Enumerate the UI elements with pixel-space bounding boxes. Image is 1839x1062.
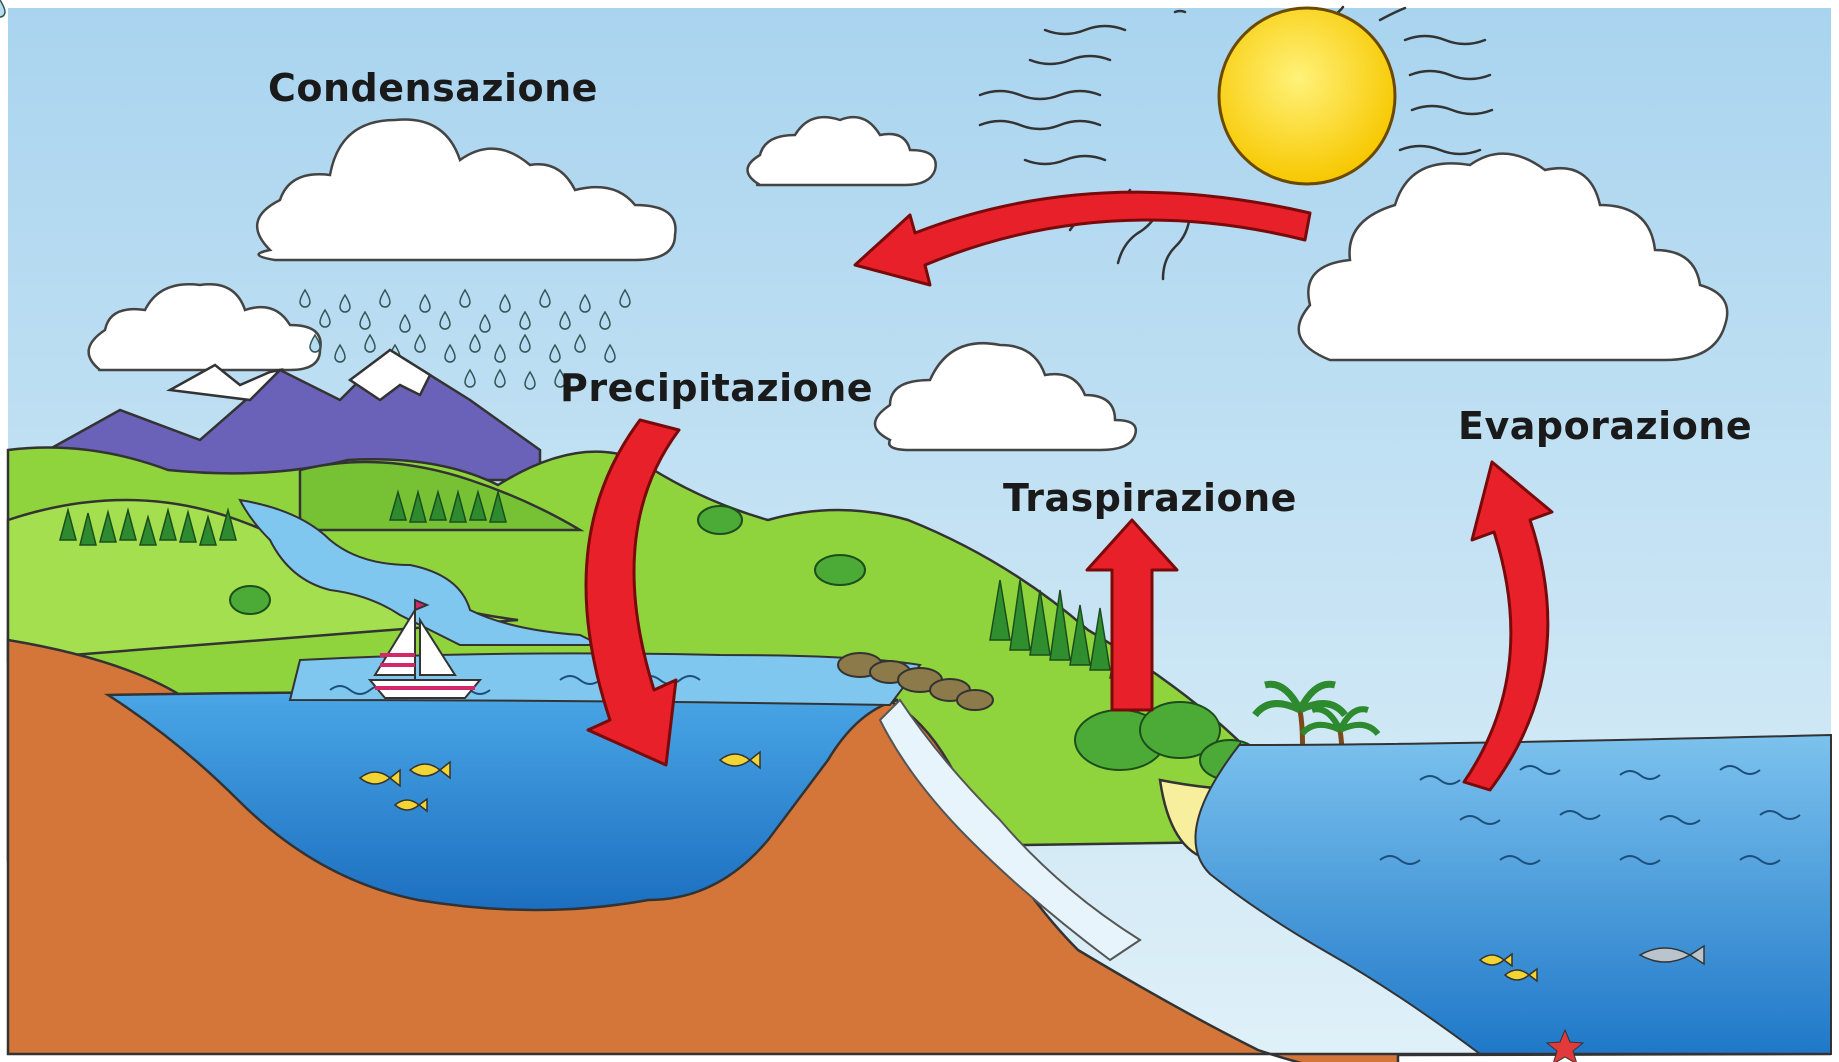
label-condensation: Condensazione xyxy=(268,66,598,110)
sun xyxy=(1219,8,1395,184)
label-transpiration: Traspirazione xyxy=(1003,476,1297,520)
label-precipitation: Precipitazione xyxy=(560,366,873,410)
label-evaporation: Evaporazione xyxy=(1458,404,1752,448)
